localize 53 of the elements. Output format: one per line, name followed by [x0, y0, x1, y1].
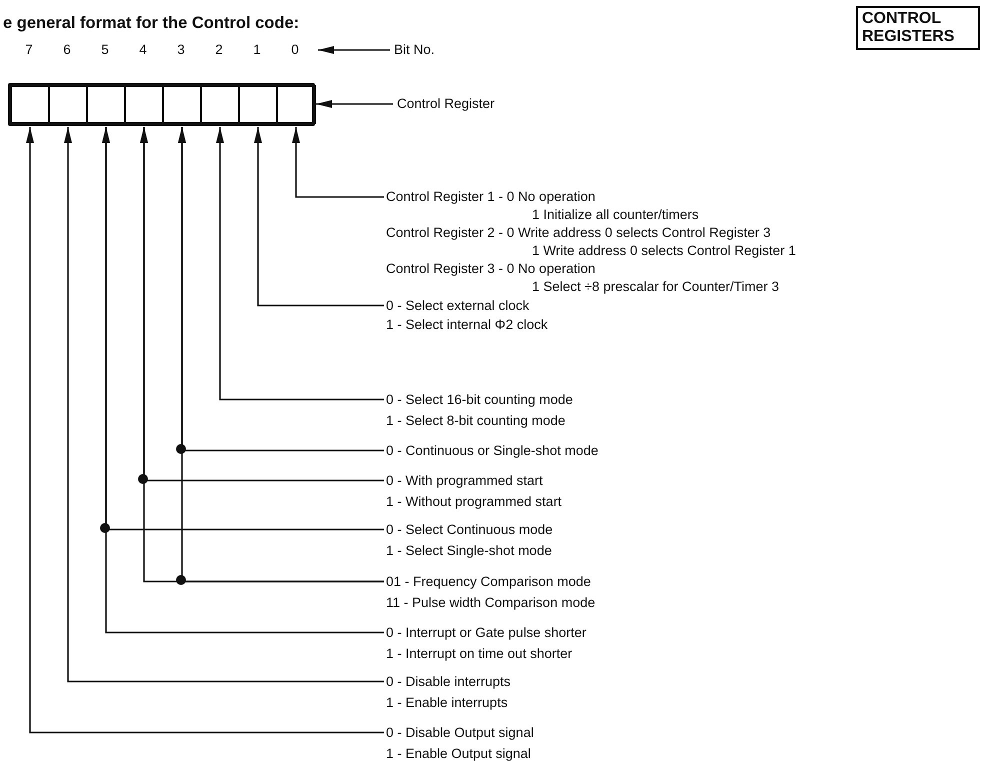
heading-text: CONTROL REGISTERS [856, 6, 980, 50]
bit-number: 1 [252, 41, 262, 59]
description-text: 1 Initialize all counter/timers [532, 206, 699, 224]
connector-arrow [26, 127, 384, 734]
description-text: 1 - Select Single-shot mode [386, 542, 552, 560]
description-text: 0 - Disable interrupts [386, 673, 511, 691]
callout-text: Bit No. [392, 41, 435, 59]
connector-arrow [316, 100, 393, 108]
register-box [8, 83, 315, 126]
connector-arrow [216, 127, 384, 400]
bit-cell [86, 85, 126, 124]
bit-number: 2 [214, 41, 224, 59]
description-text: 1 Write address 0 selects Control Register 1 [532, 242, 796, 260]
bit-number: 5 [100, 41, 110, 59]
description-text: 0 - Disable Output signal [386, 724, 534, 742]
description-text: 0 - With programmed start [386, 472, 543, 490]
bit-cell [10, 85, 50, 124]
bit-number: 7 [24, 41, 34, 59]
bit-number: 6 [62, 41, 72, 59]
description-text: 01 - Frequency Comparison mode [386, 573, 591, 591]
bit-number: 0 [290, 41, 300, 59]
description-text: 0 - Select 16-bit counting mode [386, 391, 573, 409]
description-text: 1 - Select internal Φ2 clock [386, 316, 548, 334]
bit-number: 4 [138, 41, 148, 59]
callout-text: Control Register [395, 95, 495, 113]
connector-arrow [318, 46, 390, 54]
description-text: 1 - Interrupt on time out shorter [386, 645, 572, 663]
description-text: 0 - Interrupt or Gate pulse shorter [386, 624, 586, 642]
bit-cell [276, 85, 316, 124]
description-text: 0 - Continuous or Single-shot mode [384, 440, 598, 461]
description-text: 1 Select ÷8 prescalar for Counter/Timer 3 [532, 278, 780, 296]
bit-cell [124, 85, 164, 124]
description-text: 1 - Enable Output signal [386, 745, 531, 761]
connector-arrow [102, 127, 384, 634]
bit-number: 3 [176, 41, 186, 59]
description-text: 0 - Select external clock [386, 297, 530, 315]
description-text: 0 - Select Continuous mode [386, 521, 553, 539]
description-text: Control Register 2 - 0 Write address 0 selects Control Register 3 [386, 224, 771, 242]
description-text: 1 - Without programmed start [386, 493, 562, 511]
connector-arrow [292, 127, 384, 198]
bit-cell [48, 85, 88, 124]
description-text: 11 - Pulse width Comparison mode [386, 594, 596, 612]
description-text: Control Register 3 - 0 No operation [386, 260, 596, 278]
connector-arrow [254, 127, 384, 306]
title-text: e general format for the Control code: [3, 14, 300, 33]
description-text: 1 - Enable interrupts [386, 694, 508, 712]
description-text: 1 - Select 8-bit counting mode [386, 412, 566, 430]
description-text: Control Register 1 - 0 No operation [386, 188, 596, 206]
connector-arrow [178, 127, 384, 582]
bit-cell [238, 85, 278, 124]
connector-arrow [64, 127, 384, 682]
bit-cell [162, 85, 202, 124]
bit-cell [200, 85, 240, 124]
